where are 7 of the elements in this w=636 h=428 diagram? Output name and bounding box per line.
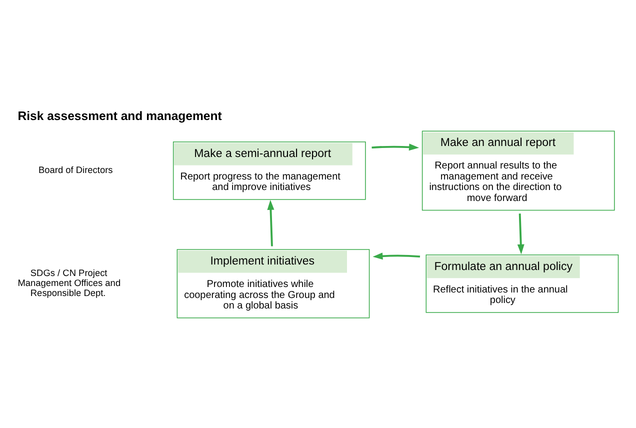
label: Board of Directors: [38, 164, 113, 175]
arrow: [517, 213, 524, 254]
label: SDGs / CN Project Management Offices and Responsible Dept.: [18, 268, 121, 298]
arrow: [372, 252, 420, 260]
arrow: [372, 143, 420, 150]
diagram-title: Risk assessment and management: [18, 108, 222, 123]
arrow: [267, 199, 274, 246]
